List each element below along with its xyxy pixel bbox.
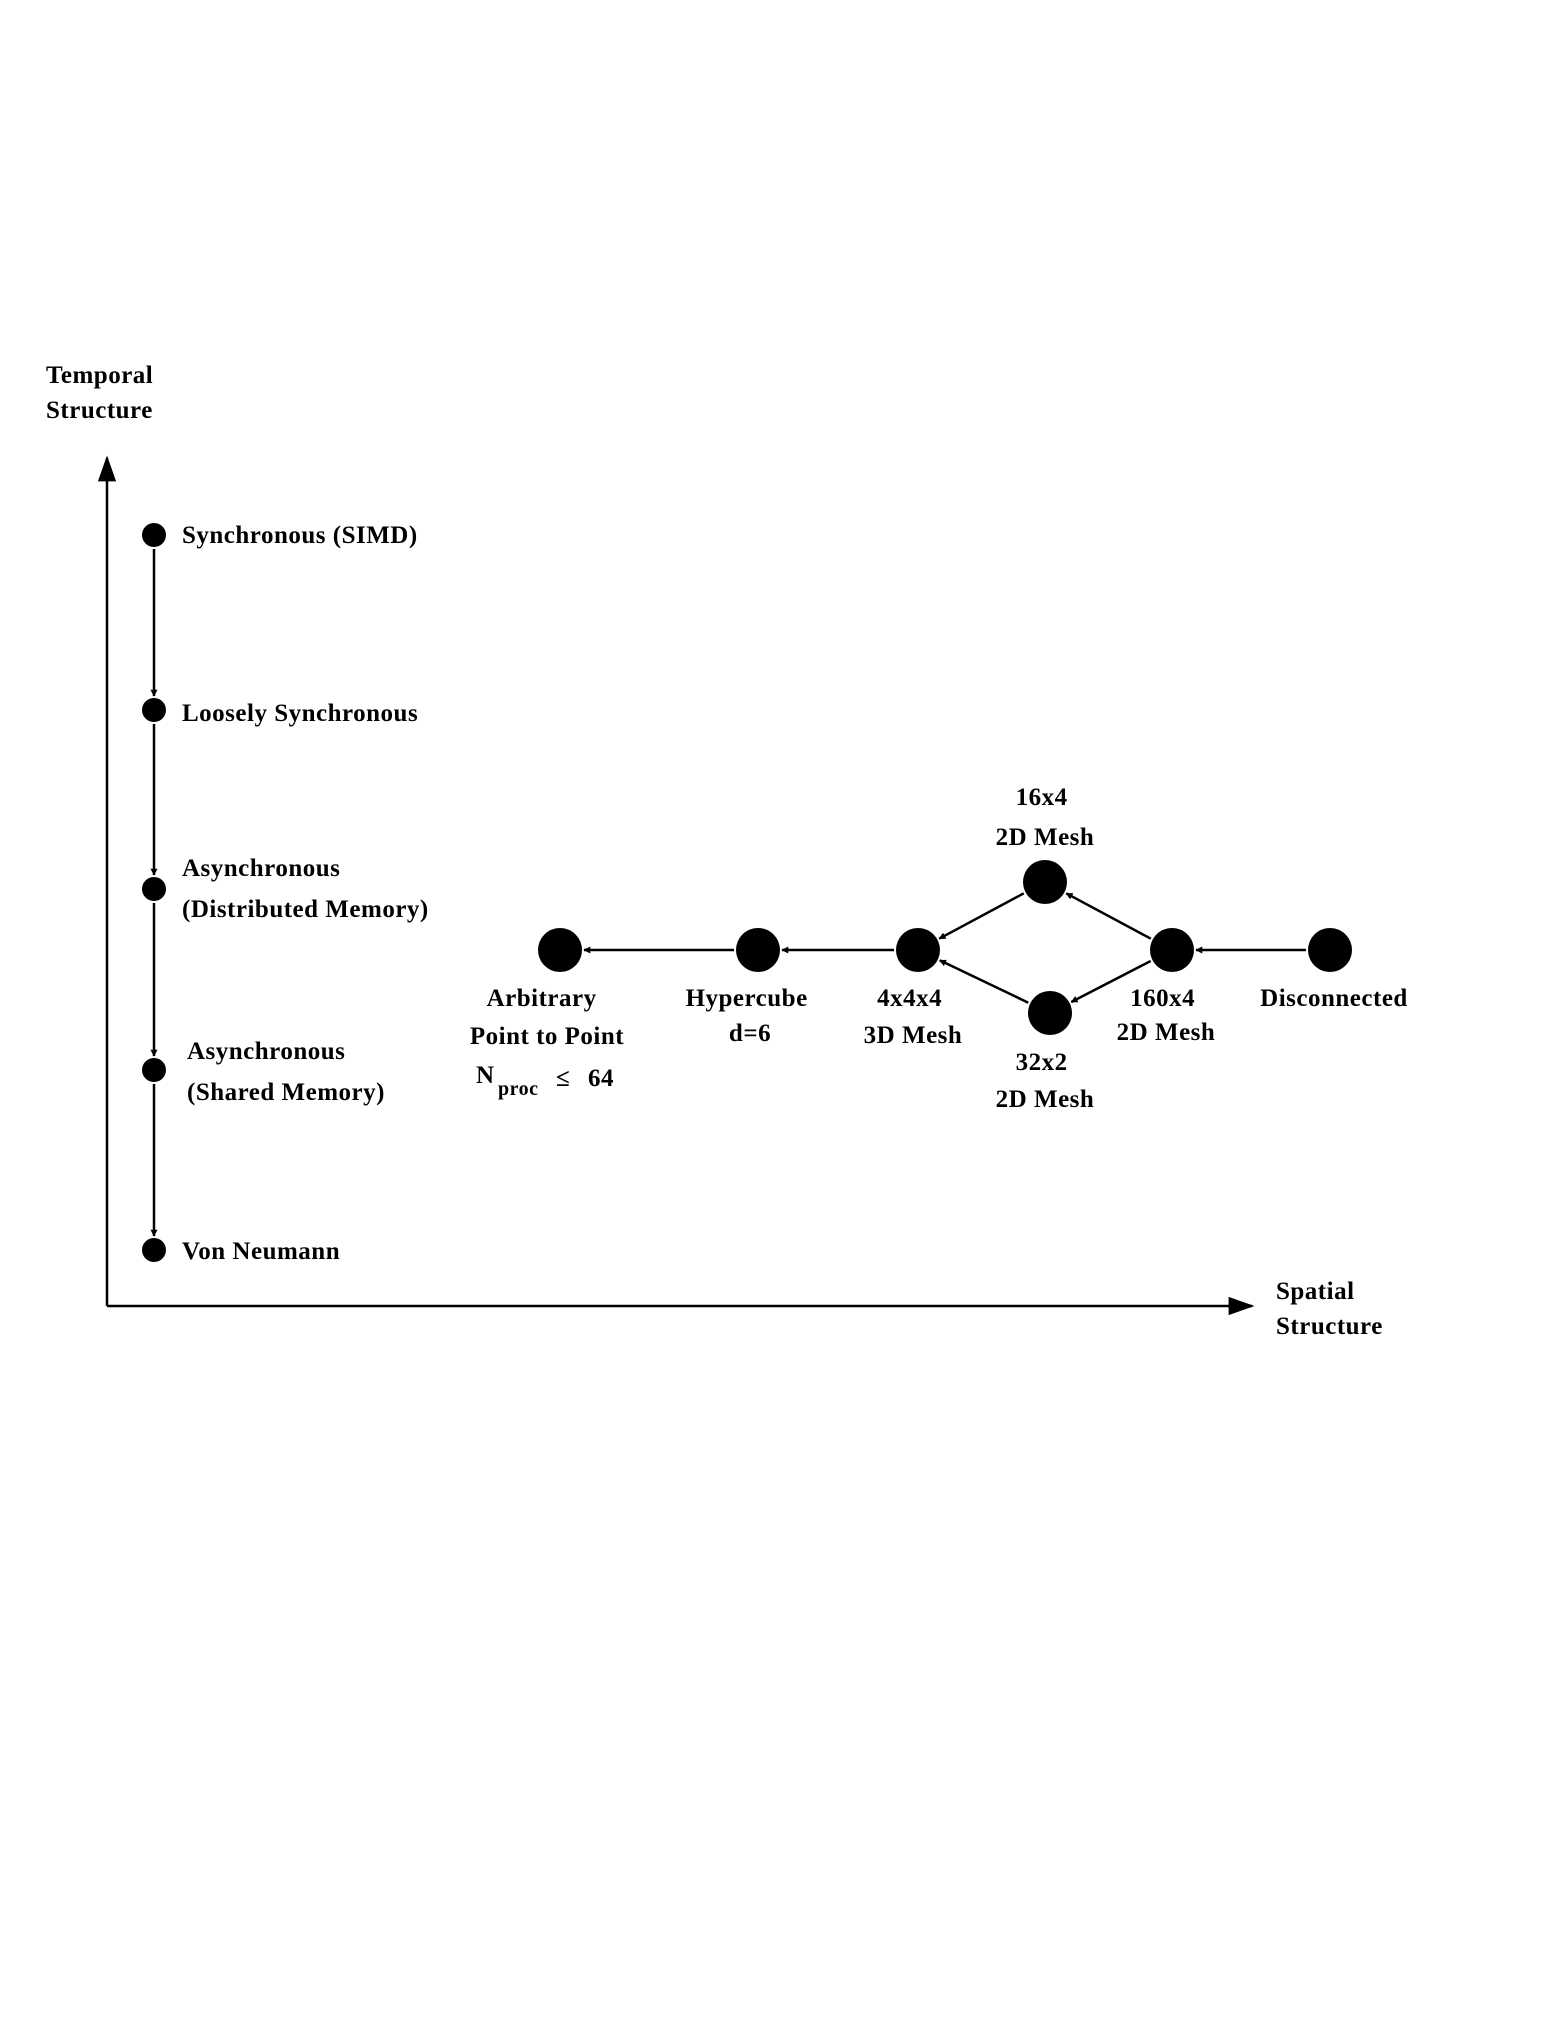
spatial-axis-label-line: Structure <box>1276 1313 1383 1340</box>
label-synchronous-simd: Synchronous (SIMD) <box>182 522 418 549</box>
label-line: 160x4 <box>1130 985 1195 1012</box>
node-von-neumann <box>142 1238 166 1262</box>
label-line: 4x4x4 <box>877 985 942 1012</box>
label-line: Point to Point <box>470 1023 624 1050</box>
label-line: 2D Mesh <box>996 824 1095 851</box>
label-3d-mesh-4x4x4: 4x4x4 3D Mesh <box>864 985 963 1049</box>
node-arbitrary-point-to-point <box>538 928 582 972</box>
node-loosely-synchronous <box>142 698 166 722</box>
label-arbitrary-point-to-point: Arbitrary Point to Point <box>470 985 624 1050</box>
label-line: 3D Mesh <box>864 1022 963 1049</box>
label-asynchronous-shared: Asynchronous (Shared Memory) <box>187 1038 385 1106</box>
temporal-axis-label-line: Structure <box>46 397 153 424</box>
node-2d-mesh-160x4 <box>1150 928 1194 972</box>
label-line: 2D Mesh <box>1117 1019 1216 1046</box>
label-von-neumann: Von Neumann <box>182 1238 340 1265</box>
label-line: (Distributed Memory) <box>182 896 429 923</box>
node-2d-mesh-32x2 <box>1028 991 1072 1035</box>
label-line: 32x2 <box>1016 1049 1068 1076</box>
label-line: 16x4 <box>1016 784 1068 811</box>
node-2d-mesh-16x4 <box>1023 860 1067 904</box>
node-disconnected <box>1308 928 1352 972</box>
proc-relation: ≤ <box>556 1065 570 1092</box>
node-asynchronous-shared <box>142 1058 166 1082</box>
proc-value: 64 <box>588 1065 614 1092</box>
label-line: Loosely Synchronous <box>182 700 418 727</box>
label-line: Disconnected <box>1260 985 1408 1012</box>
edge-s6-to-s5 <box>1070 959 1152 1004</box>
node-synchronous-simd <box>142 523 166 547</box>
label-line: Arbitrary <box>487 985 597 1012</box>
spatial-axis-label: Spatial Structure <box>1276 1278 1383 1340</box>
node-hypercube <box>736 928 780 972</box>
label-line: Von Neumann <box>182 1238 340 1265</box>
edge-s5-to-s3 <box>939 959 1029 1004</box>
label-line: Asynchronous <box>187 1038 345 1065</box>
label-2d-mesh-32x2: 32x2 2D Mesh <box>996 1049 1095 1113</box>
label-2d-mesh-16x4: 16x4 2D Mesh <box>996 784 1095 851</box>
label-asynchronous-distributed: Asynchronous (Distributed Memory) <box>182 855 429 923</box>
label-line: Asynchronous <box>182 855 340 882</box>
label-line: 2D Mesh <box>996 1086 1095 1113</box>
label-proc-constraint: N proc ≤ 64 <box>476 1062 614 1101</box>
label-line: d=6 <box>729 1020 771 1047</box>
label-line: (Shared Memory) <box>187 1079 385 1106</box>
label-line: Hypercube <box>686 985 808 1012</box>
node-asynchronous-distributed <box>142 877 166 901</box>
edge-s6-to-s4 <box>1065 892 1152 940</box>
node-3d-mesh-4x4x4 <box>896 928 940 972</box>
proc-symbol: N <box>476 1062 495 1089</box>
label-line: Synchronous (SIMD) <box>182 522 418 549</box>
label-loosely-synchronous: Loosely Synchronous <box>182 700 418 727</box>
label-disconnected: Disconnected <box>1260 985 1408 1012</box>
temporal-axis-label: Temporal Structure <box>46 362 160 424</box>
label-2d-mesh-160x4: 160x4 2D Mesh <box>1117 985 1216 1046</box>
edge-s4-to-s3 <box>938 892 1025 940</box>
edges <box>150 549 1306 1237</box>
spatial-axis-label-line: Spatial <box>1276 1278 1355 1305</box>
temporal-axis-label-line: Temporal <box>46 362 153 389</box>
proc-subscript: proc <box>498 1078 539 1100</box>
label-hypercube: Hypercube d=6 <box>686 985 815 1047</box>
